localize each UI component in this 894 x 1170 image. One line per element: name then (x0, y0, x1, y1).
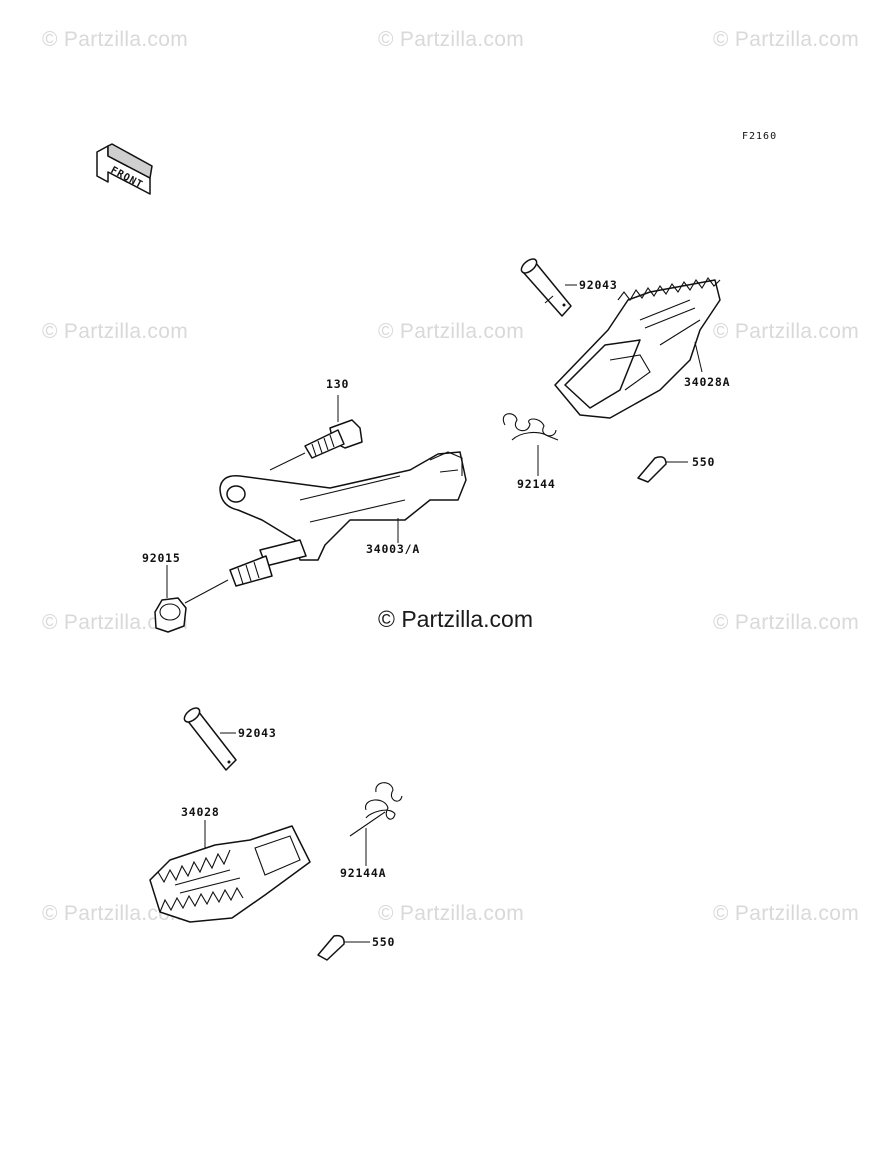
watermark: © Partzilla.com (713, 611, 860, 634)
watermark: © Partzilla.com (42, 320, 189, 343)
footpeg-bracket (184, 451, 467, 604)
part-label-92144: 92144 (517, 477, 556, 491)
cotter-pin-top (637, 456, 688, 483)
watermark: © Partzilla.com (378, 320, 525, 343)
part-label-92144a: 92144A (340, 866, 387, 880)
part-label-130: 130 (326, 377, 350, 391)
watermark: © Partzilla.com (713, 320, 860, 343)
watermark: © Partzilla.com (713, 902, 860, 925)
watermark: © Partzilla.com (42, 611, 189, 634)
part-label-34028: 34028 (181, 805, 220, 819)
part-label-34028a: 34028A (684, 375, 731, 389)
footpeg-right (554, 277, 721, 419)
front-arrow-icon: FRONT (96, 143, 153, 195)
part-label-34003a: 34003/A (366, 542, 421, 556)
watermark: © Partzilla.com (42, 902, 189, 925)
bolt-130 (269, 395, 363, 471)
cotter-pin-bottom (317, 934, 370, 961)
watermark: © Partzilla.com (42, 28, 189, 51)
part-label-550: 550 (372, 935, 396, 949)
spring-top (502, 413, 559, 476)
part-label-92043: 92043 (579, 278, 618, 292)
watermark: © Partzilla.com (378, 902, 525, 925)
center-watermark: © Partzilla.com (378, 606, 533, 632)
clevis-pin-top (520, 258, 577, 317)
nut-92015 (154, 565, 187, 633)
part-label-550: 550 (692, 455, 716, 469)
spring-bottom (349, 782, 403, 866)
diagram-code: F2160 (742, 131, 778, 142)
clevis-pin-bottom (183, 707, 237, 771)
watermark: © Partzilla.com (378, 28, 525, 51)
part-label-92043: 92043 (238, 726, 277, 740)
footpeg-left (149, 820, 311, 923)
watermark: © Partzilla.com (713, 28, 860, 51)
part-label-92015: 92015 (142, 551, 181, 565)
